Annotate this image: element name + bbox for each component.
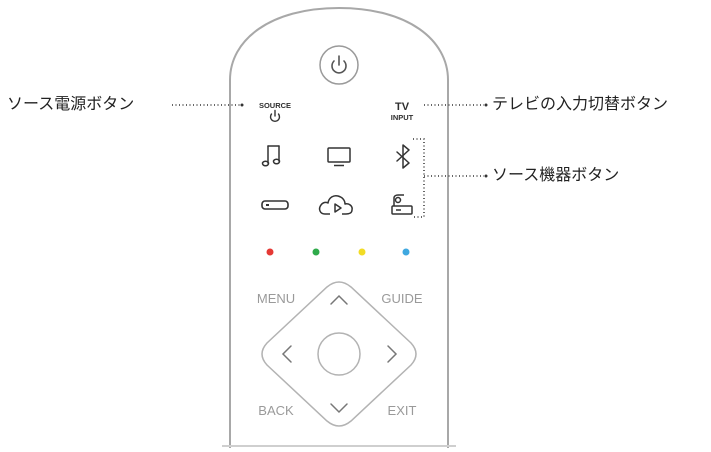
back-button[interactable]: BACK xyxy=(258,403,294,418)
source-power-button[interactable]: SOURCE xyxy=(259,101,291,123)
tv-button[interactable] xyxy=(327,147,351,167)
power-button[interactable] xyxy=(319,45,359,85)
game-button[interactable] xyxy=(261,200,289,210)
leader-end-devices xyxy=(484,174,488,178)
yellow-button[interactable] xyxy=(358,248,366,256)
remote-body xyxy=(229,6,449,448)
callout-source-power: ソース電源ボタン xyxy=(7,94,135,113)
game-console-icon xyxy=(261,200,289,210)
red-button[interactable] xyxy=(266,248,274,256)
music-button[interactable] xyxy=(261,145,281,167)
bracket-source-devices xyxy=(413,138,425,218)
set-top-box-button[interactable] xyxy=(391,194,413,215)
dpad-ring[interactable] xyxy=(261,281,417,427)
exit-button[interactable]: EXIT xyxy=(388,403,417,418)
set-top-box-icon xyxy=(391,194,413,215)
cloud-play-icon xyxy=(318,195,353,215)
bluetooth-icon xyxy=(396,144,410,169)
tv-label: TV xyxy=(395,101,410,113)
tv-input-button[interactable]: TV INPUT xyxy=(391,101,414,122)
arrow-left-icon[interactable] xyxy=(281,345,292,363)
leader-end-source xyxy=(240,103,244,107)
music-note-icon xyxy=(261,145,281,167)
arrow-down-icon[interactable] xyxy=(330,403,348,414)
menu-button[interactable]: MENU xyxy=(257,291,295,306)
arrow-up-icon[interactable] xyxy=(330,294,348,305)
bluetooth-button[interactable] xyxy=(396,144,410,169)
streaming-button[interactable] xyxy=(318,195,353,215)
source-power-icon xyxy=(269,109,281,123)
input-label: INPUT xyxy=(391,113,414,122)
arrow-right-icon[interactable] xyxy=(387,345,398,363)
leader-end-tv xyxy=(484,103,488,107)
guide-button[interactable]: GUIDE xyxy=(381,291,423,306)
green-button[interactable] xyxy=(312,248,320,256)
callout-source-device: ソース機器ボタン xyxy=(492,165,620,184)
tv-screen-icon xyxy=(327,147,351,167)
blue-button[interactable] xyxy=(402,248,410,256)
ok-button[interactable] xyxy=(317,332,361,376)
power-icon xyxy=(331,55,347,74)
callout-tv-input: テレビの入力切替ボタン xyxy=(492,94,669,113)
source-label: SOURCE xyxy=(259,101,291,110)
